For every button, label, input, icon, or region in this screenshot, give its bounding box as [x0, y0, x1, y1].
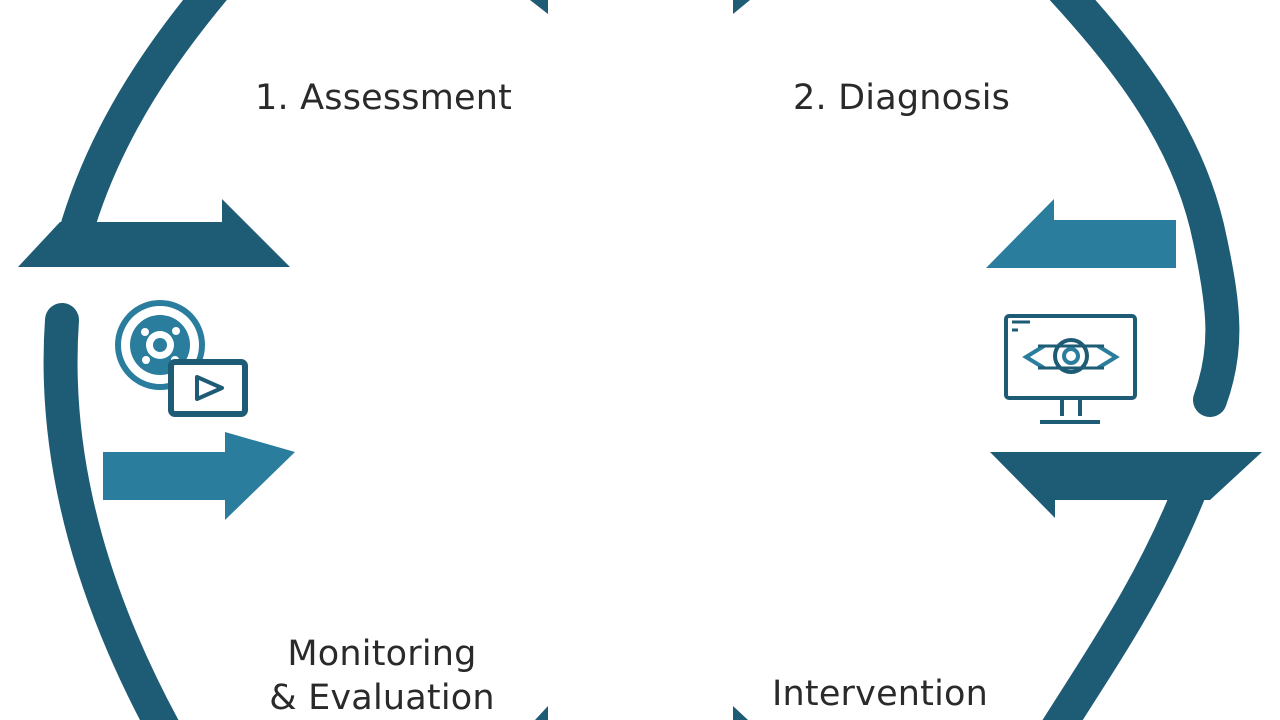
tip-bottom-right	[733, 706, 748, 720]
ring-tips	[530, 0, 750, 720]
video-play-icon	[168, 359, 248, 417]
cycle-ring	[43, 0, 1240, 720]
flow-arrows	[18, 199, 1262, 520]
tip-bottom-left	[535, 706, 548, 720]
arrow-lower-right	[990, 452, 1262, 518]
arrow-upper-right	[986, 199, 1176, 268]
stage-label-assessment: 1. Assessment	[255, 78, 513, 118]
ring-arc-top-right	[1049, 0, 1240, 417]
ring-arc-bottom-right	[1042, 473, 1207, 720]
stage-label-monitoring-line2: & Evaluation	[269, 678, 495, 718]
arrow-lower-left	[103, 432, 295, 520]
stage-label-monitoring-line1: Monitoring	[287, 634, 477, 674]
monitor-code-icon	[1004, 314, 1137, 424]
tip-top-left	[530, 0, 548, 14]
arrow-upper-left	[18, 199, 290, 267]
tip-top-right	[733, 0, 750, 14]
ring-arc-top-left	[58, 0, 227, 252]
stage-label-monitoring: Monitoring & Evaluation	[262, 632, 502, 720]
stage-label-intervention: Intervention	[772, 674, 989, 714]
stage-label-diagnosis: 2. Diagnosis	[793, 78, 1011, 118]
ring-arc-bottom-left	[43, 303, 179, 720]
